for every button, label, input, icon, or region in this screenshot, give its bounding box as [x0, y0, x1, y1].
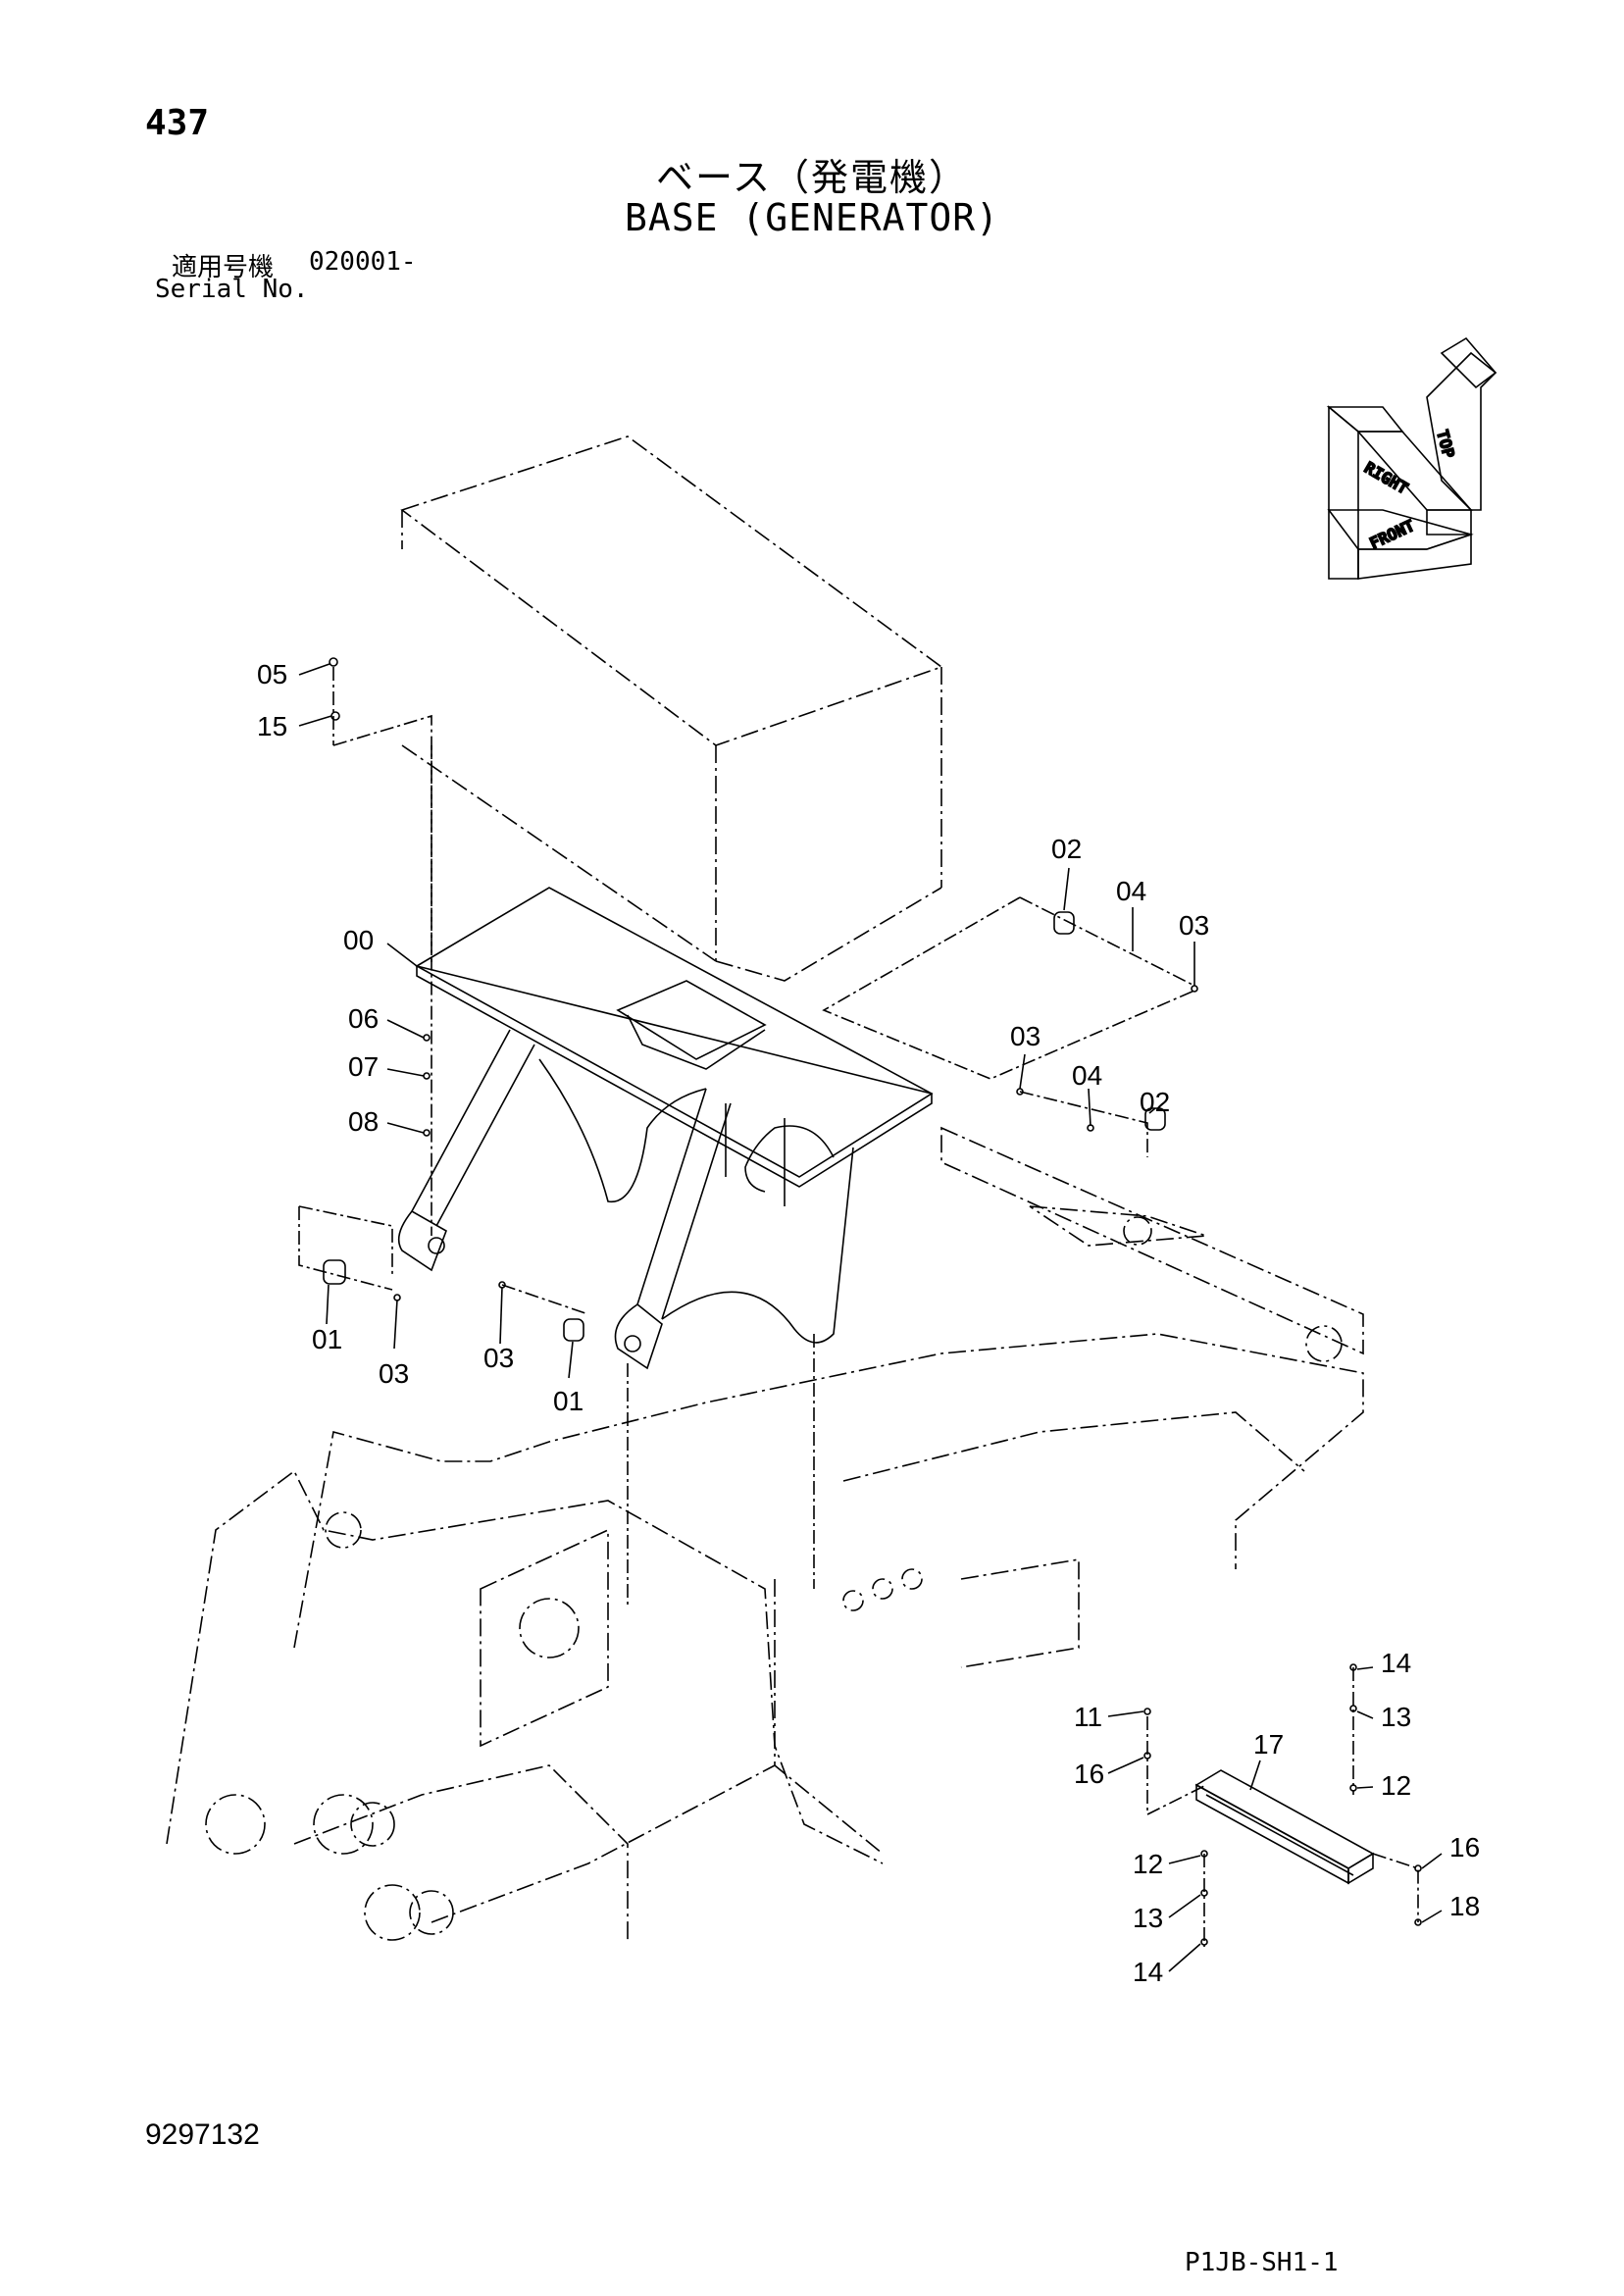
- callout-15: 15: [257, 711, 287, 741]
- callout-05: 05: [257, 659, 287, 689]
- serial-label-english: Serial No.: [155, 275, 309, 304]
- callout-16-right: 16: [1449, 1832, 1480, 1862]
- orientation-indicator-icon: RIGHT TOP FRONT: [1326, 336, 1497, 580]
- callout-04-middle: 04: [1072, 1060, 1102, 1091]
- bracket-part-17: [1194, 1769, 1375, 1885]
- callout-03-center: 03: [483, 1343, 514, 1373]
- callout-01-left: 01: [312, 1324, 342, 1354]
- callout-07: 07: [348, 1051, 379, 1082]
- document-number: 9297132: [145, 2118, 260, 2151]
- callout-12-left: 12: [1133, 1849, 1163, 1879]
- title-japanese: ベース（発電機）: [655, 156, 969, 199]
- callout-13-right: 13: [1381, 1702, 1411, 1732]
- callout-02-middle: 02: [1140, 1087, 1170, 1117]
- orientation-label-front: FRONT: [1367, 516, 1418, 553]
- callout-labels: 05 15 00 06 07 08 02 04 03 03 04 02 01 0…: [257, 659, 1480, 1987]
- leader-lines: [298, 663, 1443, 1972]
- callout-14-right: 14: [1381, 1648, 1411, 1678]
- callout-03-middle: 03: [1010, 1021, 1040, 1051]
- callout-17: 17: [1253, 1729, 1284, 1760]
- callout-01-center: 01: [553, 1386, 584, 1416]
- generator-base-frame: [397, 887, 934, 1370]
- assembly-lines: [298, 667, 1419, 1947]
- callout-02-upper: 02: [1051, 834, 1082, 864]
- callout-06: 06: [348, 1003, 379, 1034]
- callout-16-left: 16: [1074, 1759, 1104, 1789]
- callout-18: 18: [1449, 1891, 1480, 1921]
- title-english: BASE (GENERATOR): [624, 196, 1000, 239]
- page-number: 437: [145, 103, 210, 143]
- callout-08: 08: [348, 1106, 379, 1137]
- callout-03-left: 03: [379, 1358, 409, 1389]
- main-frame: [166, 1126, 1364, 1942]
- callout-12-right: 12: [1381, 1770, 1411, 1801]
- callout-14-left: 14: [1133, 1957, 1163, 1987]
- serial-number-value: 020001-: [309, 247, 417, 277]
- callout-11: 11: [1074, 1702, 1102, 1732]
- serial-label-japanese: 適用号機: [172, 253, 275, 282]
- generator-phantom-outline: [400, 435, 943, 982]
- callout-13-left: 13: [1133, 1903, 1163, 1933]
- callout-00: 00: [343, 925, 374, 955]
- callout-03-upper: 03: [1179, 910, 1209, 941]
- sheet-code: P1JB-SH1-1: [1185, 2248, 1339, 2277]
- callout-04-upper: 04: [1116, 876, 1146, 906]
